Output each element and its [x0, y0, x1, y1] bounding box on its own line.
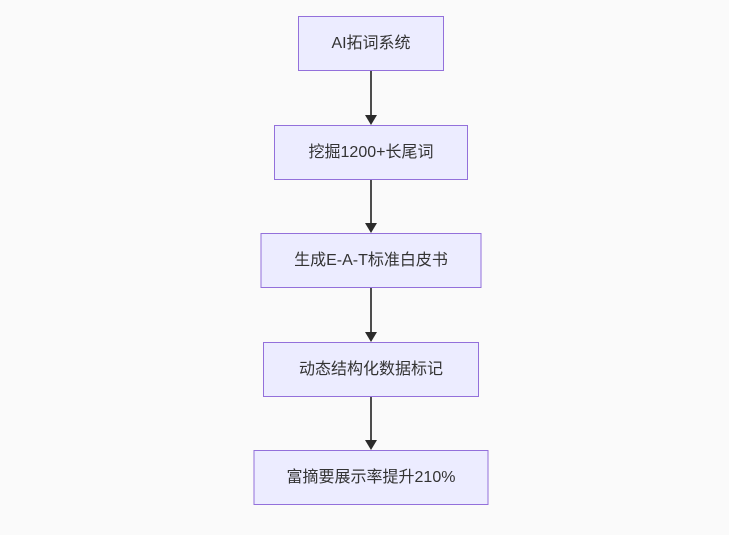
- flowchart-node-structured-data: 动态结构化数据标记: [263, 342, 479, 397]
- arrow-shaft: [370, 288, 372, 332]
- flowchart-node-eat-whitepaper: 生成E-A-T标准白皮书: [260, 233, 482, 288]
- flowchart-node-ai-expansion: AI拓词系统: [298, 16, 444, 71]
- arrow-head-icon: [365, 115, 377, 125]
- arrow-head-icon: [365, 332, 377, 342]
- node-label: 富摘要展示率提升210%: [286, 468, 456, 486]
- flowchart-arrow-2: [364, 180, 378, 233]
- node-label: 挖掘1200+长尾词: [308, 143, 434, 161]
- flowchart-node-longtail-mining: 挖掘1200+长尾词: [274, 125, 468, 180]
- arrow-shaft: [370, 180, 372, 223]
- flowchart-node-rich-snippet-result: 富摘要展示率提升210%: [253, 450, 489, 505]
- arrow-head-icon: [365, 440, 377, 450]
- flowchart-arrow-3: [364, 288, 378, 342]
- arrow-shaft: [370, 71, 372, 115]
- node-label: 生成E-A-T标准白皮书: [294, 251, 448, 269]
- node-label: 动态结构化数据标记: [298, 360, 443, 378]
- node-label: AI拓词系统: [331, 34, 411, 52]
- flowchart-arrow-1: [364, 71, 378, 125]
- arrow-head-icon: [365, 223, 377, 233]
- flowchart-arrow-4: [364, 397, 378, 450]
- arrow-shaft: [370, 397, 372, 440]
